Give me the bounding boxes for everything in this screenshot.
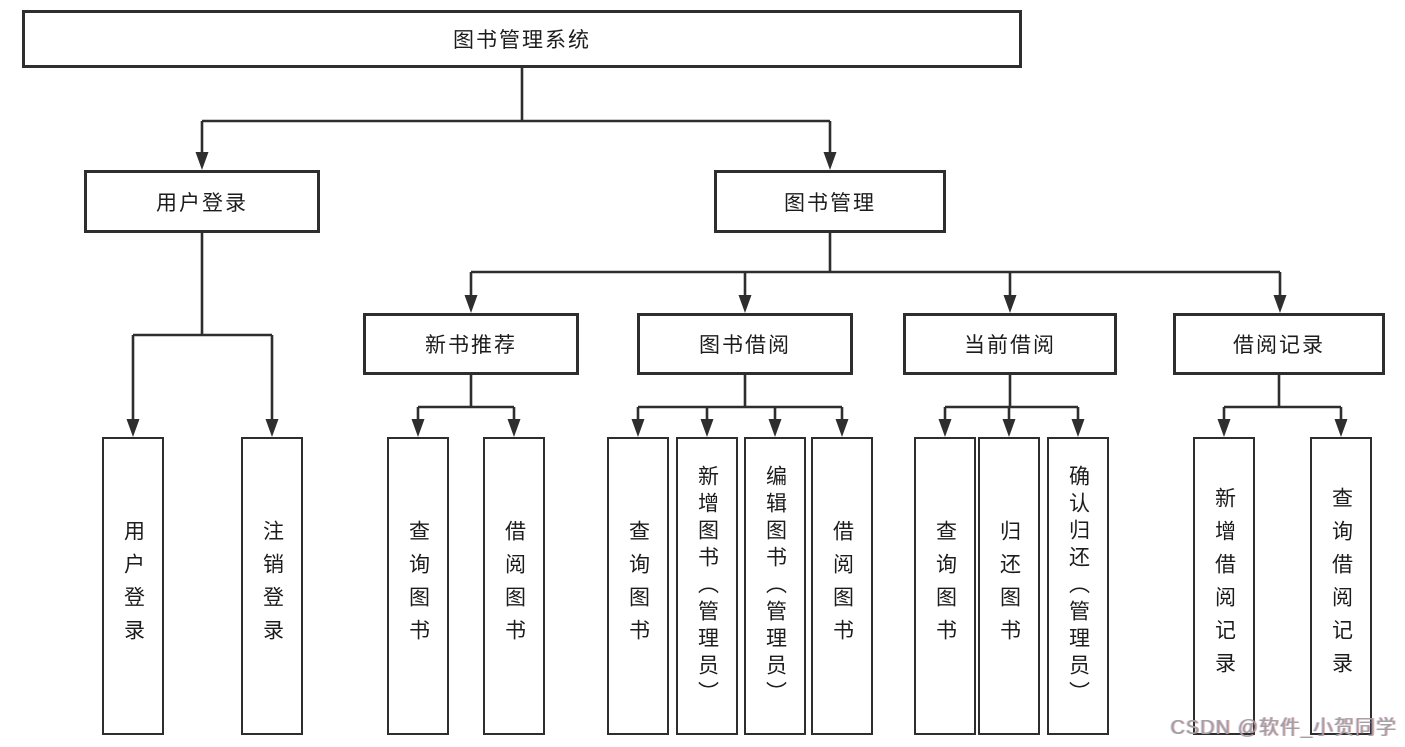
node-library-system: 图书管理系统	[22, 10, 1022, 68]
leaf-query-books-borrowing-label: 查询图书	[626, 520, 650, 652]
leaf-query-books-recommend-label: 查询图书	[406, 520, 430, 652]
leaf-return-books-label: 归还图书	[997, 520, 1021, 652]
leaf-add-book-admin: 新增图书（管理员）	[676, 437, 738, 735]
leaf-user-login: 用户登录	[102, 437, 164, 735]
leaf-query-books-current-label: 查询图书	[933, 520, 957, 652]
leaf-confirm-return-admin-label: 确认归还（管理员）	[1066, 464, 1090, 708]
leaf-query-borrow-record-label: 查询借阅记录	[1329, 487, 1353, 685]
leaf-add-book-admin-label: 新增图书（管理员）	[695, 464, 719, 708]
node-book-borrowing-label: 图书借阅	[699, 334, 791, 357]
leaf-borrow-books-recommend: 借阅图书	[483, 437, 545, 735]
leaf-user-login-label: 用户登录	[121, 520, 145, 652]
leaf-query-borrow-record: 查询借阅记录	[1310, 437, 1372, 735]
node-borrowing-records-label: 借阅记录	[1233, 334, 1325, 357]
leaf-query-books-current: 查询图书	[914, 437, 976, 735]
node-borrowing-records: 借阅记录	[1173, 313, 1385, 375]
leaf-borrow-books-recommend-label: 借阅图书	[502, 520, 526, 652]
csdn-watermark: CSDN @软件_小贺同学	[1170, 717, 1397, 739]
leaf-borrow-books-borrowing-label: 借阅图书	[830, 520, 854, 652]
leaf-query-books-borrowing: 查询图书	[607, 437, 669, 735]
node-current-borrowing: 当前借阅	[903, 313, 1117, 375]
leaf-return-books: 归还图书	[978, 437, 1040, 735]
node-current-borrowing-label: 当前借阅	[964, 334, 1056, 357]
node-library-system-label: 图书管理系统	[453, 29, 591, 52]
node-user-login-label: 用户登录	[156, 191, 248, 215]
node-book-management-label: 图书管理	[784, 191, 876, 215]
node-user-login: 用户登录	[84, 170, 320, 233]
arrowheads	[126, 152, 1348, 437]
leaf-query-books-recommend: 查询图书	[387, 437, 449, 735]
leaf-logout: 注销登录	[241, 437, 303, 735]
node-new-book-recommend: 新书推荐	[363, 313, 579, 375]
leaf-edit-book-admin: 编辑图书（管理员）	[744, 437, 806, 735]
node-new-book-recommend-label: 新书推荐	[425, 334, 517, 357]
leaf-confirm-return-admin: 确认归还（管理员）	[1047, 437, 1109, 735]
node-book-management: 图书管理	[714, 170, 946, 233]
leaf-edit-book-admin-label: 编辑图书（管理员）	[763, 464, 787, 708]
leaf-add-borrow-record-label: 新增借阅记录	[1212, 487, 1236, 685]
leaf-borrow-books-borrowing: 借阅图书	[811, 437, 873, 735]
leaf-add-borrow-record: 新增借阅记录	[1193, 437, 1255, 735]
node-book-borrowing: 图书借阅	[637, 313, 853, 375]
leaf-logout-label: 注销登录	[260, 520, 284, 652]
